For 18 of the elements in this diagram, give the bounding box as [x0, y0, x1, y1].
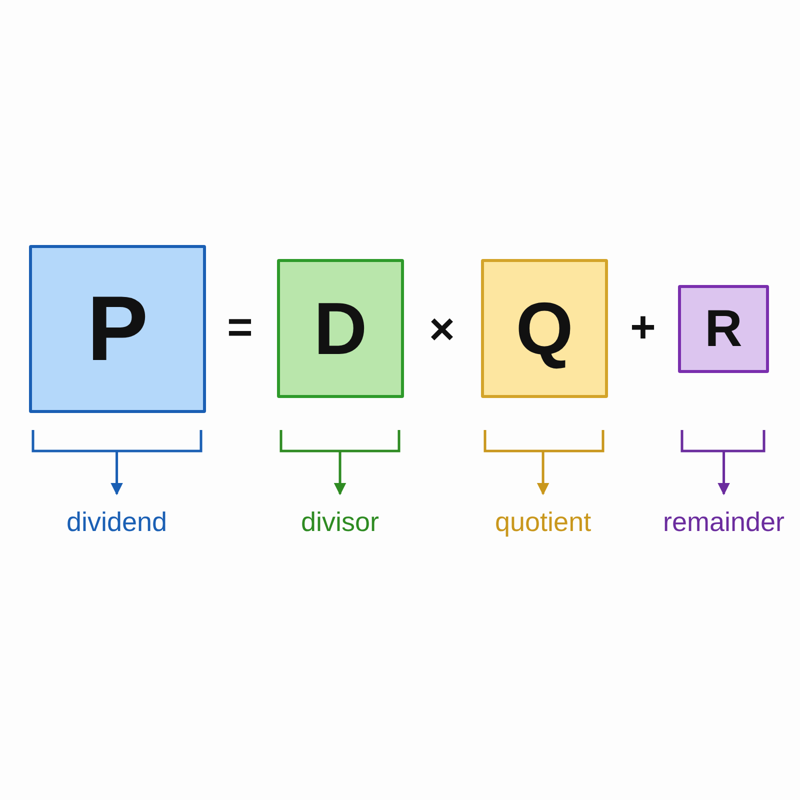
- term-box: [277, 259, 404, 398]
- term-box: [481, 259, 608, 398]
- term-name: remainder: [663, 509, 785, 536]
- term-box: [29, 245, 206, 413]
- bracket-arrow: [280, 428, 400, 496]
- variable-letter: D: [314, 292, 368, 366]
- operator-sign: =: [227, 306, 253, 350]
- bracket-arrow: [32, 428, 202, 496]
- term-name: divisor: [301, 509, 380, 536]
- bracket-arrow: [484, 428, 604, 496]
- term-name: quotient: [495, 509, 592, 536]
- term-box: [678, 285, 769, 373]
- bracket-arrow: [680, 428, 766, 496]
- operator-sign: ×: [429, 308, 455, 352]
- variable-letter: R: [704, 303, 742, 355]
- term-name: dividend: [66, 509, 168, 536]
- operator-sign: +: [630, 306, 656, 350]
- variable-letter: P: [86, 283, 148, 375]
